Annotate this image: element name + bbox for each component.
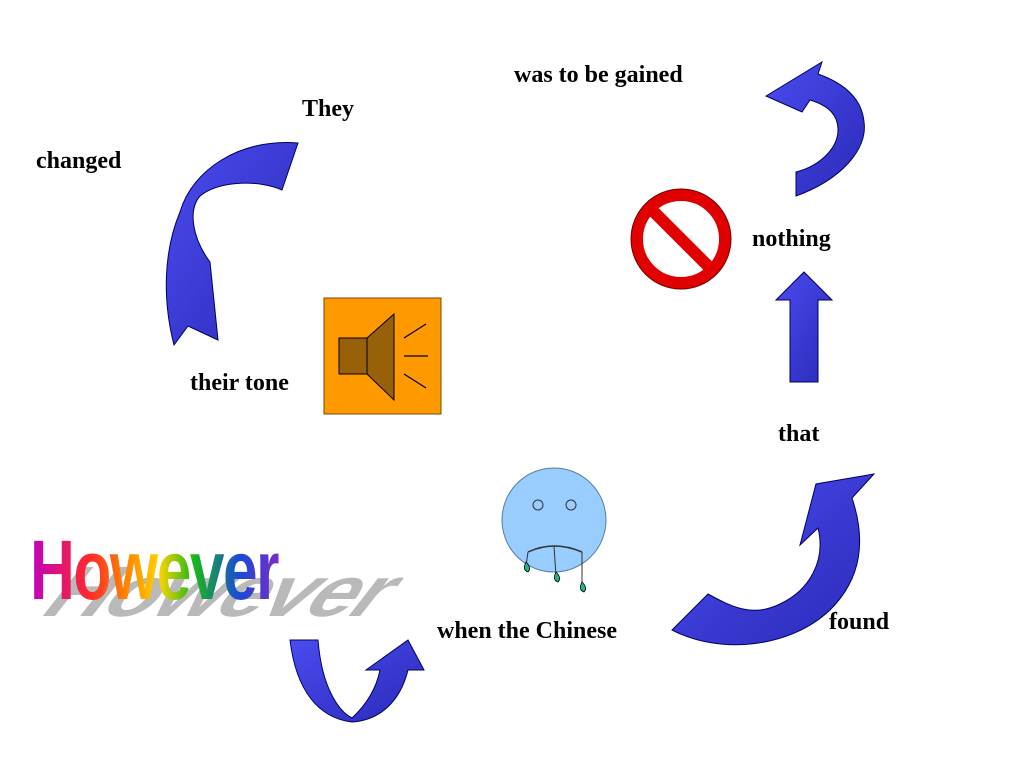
label-when-the-chinese: when the Chinese (437, 618, 618, 644)
curved-arrow-they-to-tone (165, 141, 299, 347)
wordart-however: However However (25, 522, 424, 631)
curl-arrow-nothing-to-gained (764, 60, 865, 197)
sad-face-icon (501, 467, 607, 593)
label-was-to-be-gained: was to be gained (514, 62, 683, 88)
label-their-tone: their tone (190, 370, 289, 396)
up-arrow-that-to-nothing (774, 271, 834, 383)
prohibition-icon (630, 188, 732, 290)
swoosh-arrow-chinese-to-that (671, 473, 876, 646)
label-nothing: nothing (752, 226, 831, 252)
label-found: found (829, 609, 890, 635)
label-that: that (778, 421, 820, 447)
label-changed: changed (36, 148, 122, 174)
label-they: They (302, 96, 355, 122)
wordart-text: However (30, 523, 280, 617)
speaker-icon (323, 297, 442, 415)
u-arrow-however-to-chinese (289, 639, 425, 723)
